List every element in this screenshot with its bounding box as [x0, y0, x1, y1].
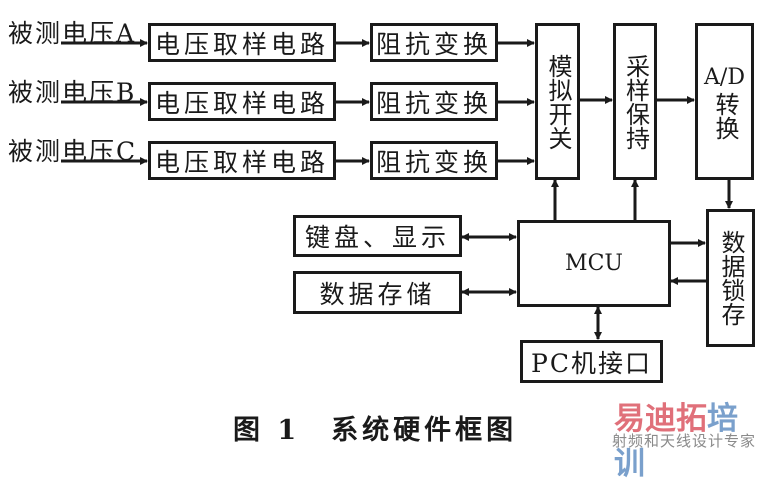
adc-bottom: 转换 — [711, 92, 739, 140]
input-label-c: 被测电压C — [8, 137, 138, 166]
data-latch: 数据锁存 — [706, 209, 755, 347]
impedance-b: 阻抗变换 — [370, 82, 498, 121]
keyboard-display: 键盘、显示 — [293, 215, 462, 257]
watermark-red: 易迪拓 — [614, 401, 707, 437]
mcu: MCU — [517, 220, 671, 307]
analog-switch: 模拟开关 — [535, 23, 580, 180]
input-label-b: 被测电压B — [8, 78, 137, 107]
adc: A/D 转换 — [695, 23, 754, 180]
impedance-a: 阻抗变换 — [370, 23, 498, 62]
pc-interface: PC机接口 — [520, 340, 663, 383]
adc-top: A/D — [704, 65, 745, 90]
figure-caption: 图 1 系统硬件框图 — [233, 415, 518, 446]
sample-hold: 采样保持 — [613, 23, 657, 180]
sampling-circuit-c: 电压取样电路 — [148, 141, 336, 180]
sampling-circuit-a: 电压取样电路 — [148, 23, 336, 62]
input-label-a: 被测电压A — [8, 19, 137, 48]
connectors — [61, 39, 733, 340]
watermark-subtitle: 射频和天线设计专家 — [612, 432, 757, 450]
impedance-c: 阻抗变换 — [370, 141, 498, 180]
sampling-circuit-b: 电压取样电路 — [148, 82, 336, 121]
data-storage: 数据存储 — [293, 271, 462, 314]
